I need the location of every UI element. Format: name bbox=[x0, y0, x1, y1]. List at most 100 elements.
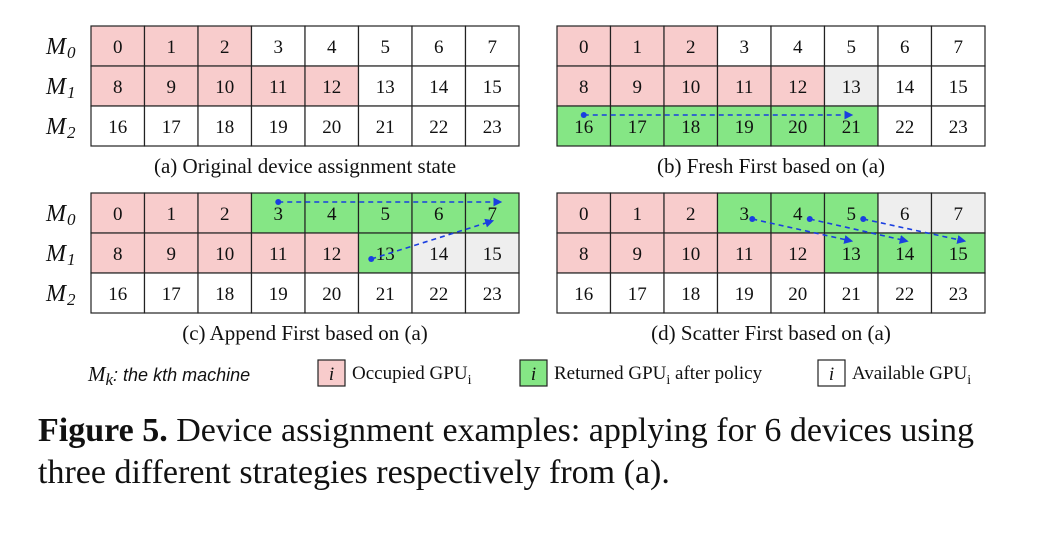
assignment-arrows bbox=[275, 110, 967, 262]
gpu-id: 23 bbox=[949, 117, 968, 138]
legend-label: Available GPUi bbox=[852, 363, 971, 388]
gpu-cell bbox=[411, 25, 467, 67]
gpu-cell bbox=[250, 105, 306, 147]
gpu-id: 21 bbox=[376, 117, 395, 138]
gpu-id: 2 bbox=[686, 204, 696, 225]
gpu-id: 1 bbox=[167, 37, 177, 58]
gpu-id: 0 bbox=[579, 204, 589, 225]
legend-swatch bbox=[817, 359, 846, 387]
gpu-cell bbox=[90, 272, 146, 314]
panel-caption: (b) Fresh First based on (a) bbox=[657, 154, 885, 178]
gpu-id: 8 bbox=[113, 244, 123, 265]
gpu-cell bbox=[823, 65, 879, 107]
gpu-id: 15 bbox=[949, 244, 968, 265]
gpu-cell bbox=[90, 105, 146, 147]
gpu-cell bbox=[716, 272, 772, 314]
gpu-id: 7 bbox=[954, 204, 964, 225]
gpu-id: 8 bbox=[113, 77, 123, 98]
gpu-id: 7 bbox=[488, 37, 498, 58]
gpu-id: 9 bbox=[633, 77, 643, 98]
gpu-id: 4 bbox=[793, 204, 803, 225]
gpu-id: 4 bbox=[327, 204, 337, 225]
gpu-cell bbox=[556, 65, 612, 107]
gpu-cell bbox=[716, 25, 772, 67]
gpu-cell bbox=[770, 232, 826, 274]
gpu-id: 16 bbox=[574, 284, 593, 305]
gpu-cell bbox=[609, 232, 665, 274]
gpu-id: 3 bbox=[740, 37, 750, 58]
gpu-cell bbox=[877, 65, 933, 107]
gpu-cell bbox=[877, 272, 933, 314]
machine-label: M1 bbox=[45, 241, 76, 269]
legend-label: Occupied GPUi bbox=[352, 363, 472, 388]
gpu-cell bbox=[411, 192, 467, 234]
gpu-id: 19 bbox=[269, 284, 288, 305]
gpu-cell bbox=[556, 272, 612, 314]
gpu-cell bbox=[304, 232, 360, 274]
gpu-id: 6 bbox=[434, 37, 444, 58]
gpu-id: 9 bbox=[167, 77, 177, 98]
gpu-cell bbox=[143, 25, 199, 67]
caption-label: Figure 5. bbox=[38, 412, 168, 449]
gpu-id: 0 bbox=[113, 204, 123, 225]
panel-caption: (c) Append First based on (a) bbox=[182, 321, 428, 345]
gpu-cell bbox=[250, 232, 306, 274]
gpu-id: 17 bbox=[628, 284, 647, 305]
gpu-id: 8 bbox=[579, 244, 589, 265]
gpu-cell bbox=[250, 272, 306, 314]
gpu-id: 3 bbox=[274, 37, 284, 58]
panel-caption: (a) Original device assignment state bbox=[154, 154, 456, 178]
gpu-id: 8 bbox=[579, 77, 589, 98]
gpu-id: 7 bbox=[954, 37, 964, 58]
gpu-cell bbox=[770, 192, 826, 234]
gpu-cell bbox=[930, 192, 986, 234]
gpu-id: 3 bbox=[274, 204, 284, 225]
gpu-cell bbox=[663, 272, 719, 314]
gpu-id: 11 bbox=[269, 77, 287, 98]
gpu-id: 22 bbox=[429, 117, 448, 138]
gpu-id: 4 bbox=[327, 37, 337, 58]
gpu-cell bbox=[197, 232, 253, 274]
gpu-id: 7 bbox=[488, 204, 498, 225]
gpu-id: 23 bbox=[483, 117, 502, 138]
legend-machine-def: Mk: the kth machine bbox=[87, 362, 250, 389]
gpu-cell bbox=[770, 65, 826, 107]
gpu-id: 1 bbox=[633, 37, 643, 58]
gpu-id: 10 bbox=[215, 244, 234, 265]
gpu-id: 12 bbox=[788, 77, 807, 98]
legend-symbol: i bbox=[829, 364, 834, 385]
gpu-id: 23 bbox=[483, 284, 502, 305]
gpu-id: 10 bbox=[681, 244, 700, 265]
gpu-cell bbox=[143, 65, 199, 107]
machine-label: M0 bbox=[45, 34, 76, 62]
gpu-id: 11 bbox=[269, 244, 287, 265]
gpu-cell bbox=[930, 272, 986, 314]
gpu-id: 10 bbox=[215, 77, 234, 98]
gpu-cell bbox=[90, 25, 146, 67]
gpu-id: 11 bbox=[735, 77, 753, 98]
gpu-cell bbox=[609, 272, 665, 314]
legend-label: Returned GPUi after policy bbox=[554, 363, 763, 388]
gpu-cell bbox=[464, 25, 520, 67]
gpu-id: 22 bbox=[895, 284, 914, 305]
gpu-id: 14 bbox=[429, 77, 449, 98]
gpu-id: 14 bbox=[895, 77, 915, 98]
gpu-id: 20 bbox=[322, 117, 341, 138]
gpu-id: 16 bbox=[108, 284, 127, 305]
gpu-id: 0 bbox=[113, 37, 123, 58]
gpu-cell bbox=[663, 192, 719, 234]
gpu-id: 18 bbox=[215, 117, 234, 138]
gpu-id: 18 bbox=[681, 117, 700, 138]
gpu-id: 5 bbox=[381, 204, 391, 225]
gpu-id: 9 bbox=[167, 244, 177, 265]
gpu-id: 18 bbox=[215, 284, 234, 305]
machine-label: M1 bbox=[45, 74, 76, 102]
gpu-id: 15 bbox=[483, 244, 502, 265]
gpu-id: 13 bbox=[842, 77, 861, 98]
gpu-id: 16 bbox=[108, 117, 127, 138]
gpu-cell bbox=[770, 25, 826, 67]
